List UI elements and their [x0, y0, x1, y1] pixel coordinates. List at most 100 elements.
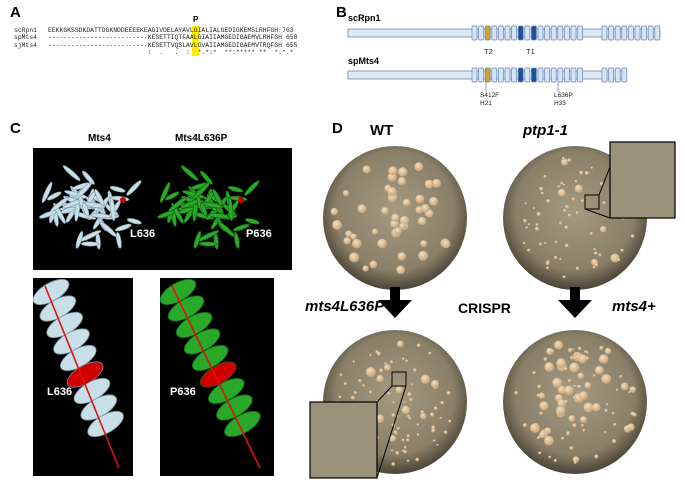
proline-marker: P	[193, 15, 199, 24]
repeat-box	[537, 67, 544, 83]
helix-segment	[60, 206, 76, 214]
colony	[578, 354, 588, 364]
colony	[343, 237, 351, 245]
structure-label-mts4: Mts4	[88, 133, 111, 144]
colony	[601, 373, 612, 384]
repeat-label-t2: T2	[484, 47, 493, 56]
colony	[545, 261, 550, 266]
colony	[628, 390, 631, 394]
repeat-box	[478, 67, 484, 83]
colony	[557, 399, 566, 408]
helix-axis-line	[44, 285, 120, 469]
colony	[557, 385, 567, 394]
colony	[546, 266, 549, 270]
seq-text: --------------------------KESETTIQTFAALG…	[48, 34, 282, 42]
colony	[387, 186, 397, 197]
colony	[391, 213, 400, 222]
repeat-box	[498, 67, 504, 83]
colony	[430, 412, 435, 417]
colony	[632, 412, 637, 417]
structure-top-panel: L636 P636	[33, 148, 292, 270]
colony	[523, 241, 526, 245]
residue-label-mut-helix: P636	[170, 386, 196, 398]
helix-segment	[178, 206, 194, 214]
colony	[582, 428, 586, 432]
mutation-site	[120, 197, 126, 203]
colony	[573, 461, 577, 464]
repeat-box	[517, 67, 524, 83]
colony	[564, 225, 569, 230]
domain-diagram	[347, 25, 661, 92]
highlight-column	[192, 26, 199, 56]
colony	[397, 252, 407, 261]
helix-segment	[99, 221, 117, 237]
colony	[384, 362, 387, 365]
colony	[598, 354, 609, 364]
repeat-box	[471, 25, 478, 41]
colony	[557, 412, 560, 415]
colony	[544, 362, 555, 372]
colony	[569, 362, 580, 373]
mutation-label-l636p: L636P H33	[554, 92, 573, 108]
colony	[343, 382, 347, 386]
colony	[428, 351, 432, 355]
helix-segment	[199, 170, 213, 185]
colony	[574, 352, 578, 357]
colony	[443, 430, 448, 434]
helix-turn	[224, 410, 261, 438]
colony	[559, 221, 562, 225]
colony	[581, 423, 584, 427]
repeat-box	[564, 67, 570, 83]
colony	[613, 422, 617, 426]
residue-label-mut-top: P636	[246, 228, 272, 240]
colony	[436, 443, 439, 446]
colony	[550, 349, 554, 353]
colony	[403, 401, 406, 404]
repeat-box	[577, 25, 583, 41]
helix-segment	[200, 202, 208, 217]
colony	[559, 257, 562, 261]
helix-segment	[50, 196, 70, 213]
mutation-site	[238, 197, 244, 203]
colony	[572, 348, 575, 351]
colony	[411, 383, 414, 386]
helix-segment	[227, 186, 244, 193]
repeat-box	[504, 67, 511, 83]
protein-label-scrpn1: scRpn1	[348, 13, 381, 23]
colony	[592, 265, 596, 269]
colony	[604, 408, 608, 412]
mutation-label-s412f: S412F H21	[480, 92, 499, 108]
colony	[399, 222, 407, 230]
alignment-row-2: spMts4 --------------------------KESETTI…	[14, 34, 297, 41]
colony	[538, 392, 545, 399]
colony	[575, 266, 580, 270]
colony	[564, 399, 568, 404]
colony	[539, 431, 546, 439]
repeat-box	[577, 67, 583, 83]
colony	[431, 425, 436, 430]
colony	[408, 416, 412, 420]
colony	[564, 243, 569, 248]
helix-segment	[75, 182, 92, 199]
colony	[381, 206, 389, 215]
helix-segment	[198, 241, 218, 247]
colony	[406, 434, 410, 438]
colony	[415, 194, 425, 204]
colony	[362, 165, 371, 174]
colony	[349, 252, 360, 263]
repeat-box	[484, 67, 491, 83]
colony	[406, 459, 410, 463]
colony	[416, 343, 421, 348]
colony	[571, 197, 575, 201]
colony	[612, 439, 617, 444]
colony	[420, 374, 431, 384]
panel-label-a: A	[10, 4, 21, 21]
protein-label-spmts4: spMts4	[348, 56, 380, 66]
colony	[393, 430, 398, 435]
repeat-box	[634, 25, 641, 41]
helix-segment	[233, 231, 240, 249]
colony	[554, 340, 564, 350]
helix-segment	[244, 218, 260, 225]
helix-segment	[115, 223, 132, 232]
colony	[563, 183, 566, 186]
